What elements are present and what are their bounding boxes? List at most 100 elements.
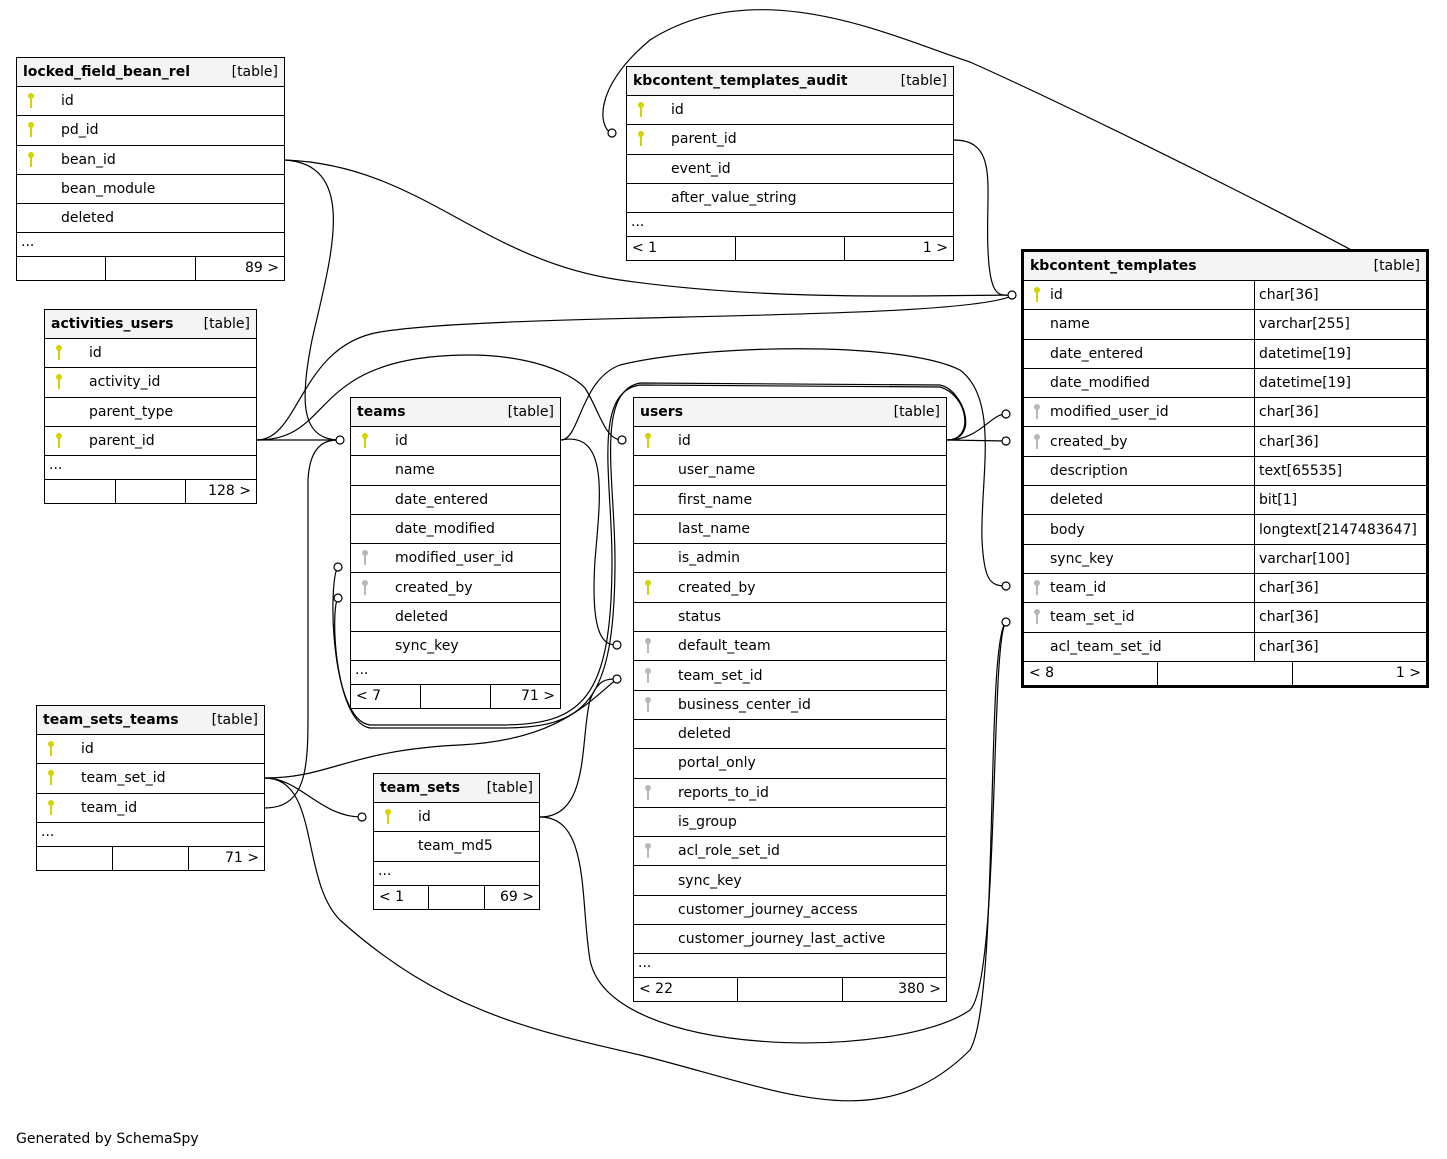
column-row[interactable]: modified_user_id char[36] (1024, 398, 1426, 428)
column-row[interactable]: event_id (627, 155, 953, 184)
column-row[interactable]: date_modified (351, 515, 560, 545)
column-row[interactable]: team_md5 (374, 832, 539, 862)
column-row[interactable]: customer_journey_access (634, 896, 946, 926)
column-row[interactable]: activity_id (45, 368, 256, 398)
column-row[interactable]: customer_journey_last_active (634, 925, 946, 955)
table-name: locked_field_bean_rel (23, 64, 190, 80)
column-row[interactable]: after_value_string (627, 184, 953, 214)
column-row[interactable]: created_by (351, 573, 560, 603)
column-row[interactable]: id (37, 735, 264, 765)
column-row[interactable]: name (351, 456, 560, 486)
column-row[interactable]: portal_only (634, 749, 946, 779)
table-footer: < 1 69 > (374, 885, 539, 909)
column-row[interactable]: id (634, 427, 946, 457)
column-row[interactable]: status (634, 603, 946, 633)
footer-cell[interactable]: < 22 (639, 981, 673, 998)
column-row[interactable]: team_id (37, 794, 264, 823)
column-type: char[36] (1254, 573, 1426, 603)
column-row[interactable]: id (17, 87, 284, 117)
column-row[interactable]: parent_id (45, 427, 256, 457)
primary-key-icon (385, 809, 391, 825)
column-row[interactable]: deleted (634, 720, 946, 750)
column-row[interactable]: deleted (351, 603, 560, 633)
footer-cell[interactable]: 71 > (490, 685, 560, 709)
table-header: kbcontent_templates_audit[table] (627, 67, 953, 96)
table-header: teams[table] (351, 398, 560, 427)
footer-cell[interactable]: 89 > (194, 257, 284, 281)
column-row[interactable]: modified_user_id (351, 544, 560, 574)
footer-cell (1157, 661, 1291, 685)
column-name: date_entered (1050, 345, 1144, 362)
column-row[interactable]: id (45, 339, 256, 369)
column-row[interactable]: date_entered (351, 486, 560, 515)
primary-key-icon (56, 374, 62, 390)
edge (946, 413, 1007, 441)
column-name: date_entered (395, 491, 489, 508)
column-row[interactable]: created_by (634, 573, 946, 603)
column-row[interactable]: acl_role_set_id (634, 837, 946, 867)
footer-cell[interactable]: < 1 (379, 888, 405, 905)
column-row[interactable]: parent_id (627, 125, 953, 155)
column-row[interactable]: default_team (634, 632, 946, 662)
footer-cell[interactable]: 1 > (1291, 661, 1426, 685)
column-name: team_md5 (418, 838, 493, 855)
column-type: char[36] (1254, 398, 1426, 427)
column-type: bit[1] (1254, 486, 1426, 515)
column-row[interactable]: last_name (634, 515, 946, 545)
column-row[interactable]: business_center_id (634, 691, 946, 720)
column-row[interactable]: team_set_id (634, 661, 946, 691)
column-row[interactable]: parent_type (45, 398, 256, 427)
more-columns: ... (17, 233, 284, 258)
column-row[interactable]: id (351, 427, 560, 457)
column-row[interactable]: first_name (634, 486, 946, 515)
column-row[interactable]: sync_key (634, 866, 946, 896)
column-row[interactable]: bean_module (17, 175, 284, 205)
column-type: text[65535] (1254, 456, 1426, 486)
column-row[interactable]: user_name (634, 456, 946, 486)
column-row[interactable]: id (374, 803, 539, 833)
foreign-key-icon (1034, 580, 1040, 596)
column-name: modified_user_id (1050, 404, 1169, 421)
footer-cell[interactable]: 69 > (483, 885, 539, 909)
column-type: longtext[2147483647] (1254, 515, 1426, 544)
footer-cell[interactable]: 71 > (188, 846, 264, 870)
footer-cell[interactable]: < 1 (632, 240, 658, 257)
footer-cell[interactable]: 128 > (185, 480, 256, 504)
column-row[interactable]: team_set_id (37, 764, 264, 794)
footer-cell[interactable]: 380 > (841, 978, 946, 1002)
column-row[interactable]: is_group (634, 808, 946, 838)
more-columns: ... (351, 661, 560, 686)
column-row[interactable]: deleted (17, 204, 284, 234)
column-row[interactable]: bean_id (17, 146, 284, 175)
column-name: bean_id (61, 151, 116, 168)
footer-cell[interactable]: < 8 (1029, 664, 1055, 681)
column-row[interactable]: is_admin (634, 544, 946, 574)
footer-cell[interactable]: < 7 (356, 688, 382, 705)
column-name: acl_team_set_id (1050, 638, 1162, 655)
footer-cell[interactable]: 1 > (844, 237, 953, 261)
column-row[interactable]: sync_key (351, 632, 560, 662)
column-row[interactable]: pd_id (17, 116, 284, 146)
column-row[interactable]: reports_to_id (634, 779, 946, 808)
column-row[interactable]: id (627, 96, 953, 126)
